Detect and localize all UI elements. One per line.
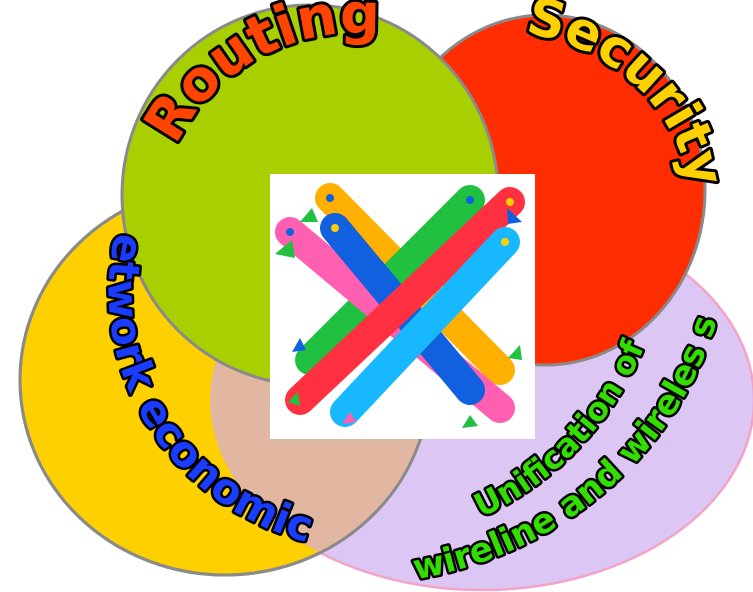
logo-bar-eye-2 [466,196,474,204]
logo-bar-eye-5 [506,198,514,206]
crossed-pencils-logo [270,174,535,439]
logo-bar-eye-3 [286,228,294,236]
logo-bar-6 [330,227,520,427]
logo-bar-eye-6 [501,238,509,246]
logo-bar-5 [285,187,525,415]
logo-tip-6 [288,392,300,406]
logo-tip-5 [508,345,522,360]
logo-tip-3 [507,208,522,224]
logo-tip-7 [462,415,478,428]
logo-tip-4 [292,338,306,352]
logo-tip-2 [275,240,295,258]
logo-bar-eye-4 [331,224,339,232]
logo-tip-8 [342,412,356,424]
logo-bar-eye-1 [326,194,334,202]
logo-tip-1 [300,208,318,222]
